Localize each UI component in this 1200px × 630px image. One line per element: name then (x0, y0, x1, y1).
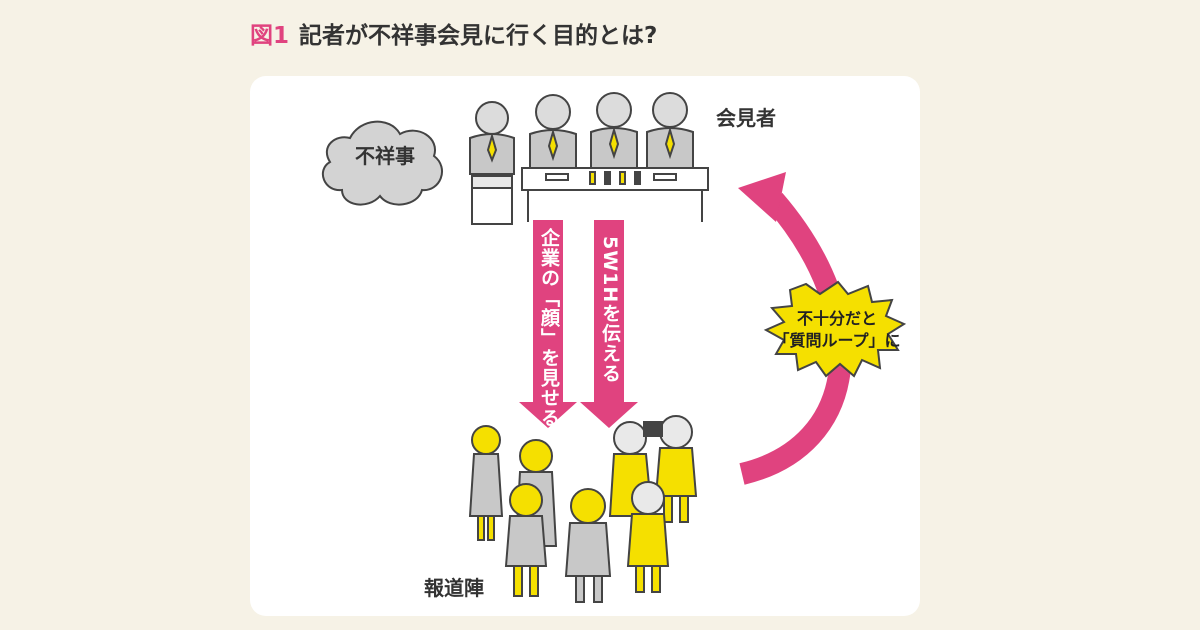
scandal-label: 不祥事 (355, 144, 415, 168)
arrow-show-face-label: 企業の「顔」を見せる (538, 228, 560, 428)
figure-number: 図1 (250, 23, 290, 49)
presenters-label: 会見者 (716, 106, 776, 130)
question-loop-arrow (738, 172, 852, 485)
figure-title: 図1 記者が不祥事会見に行く目的とは? (250, 16, 657, 50)
presenter-1 (469, 101, 515, 175)
arrow-5w1h-label: 5W1Hを伝える (599, 236, 621, 384)
press-label: 報道陣 (424, 576, 484, 600)
burst-text: 不十分だと 「質問ループ」に (772, 308, 902, 352)
burst-line-2: 「質問ループ」に (773, 331, 901, 350)
presenter-figures (469, 92, 694, 181)
presenter-4 (646, 92, 694, 181)
presenter-3 (590, 92, 638, 181)
arrow-convey-5w1h (580, 220, 638, 428)
diagram-panel: 不祥事 会見者 報道陣 企業の「顔」を見せる 5W1Hを伝える 不十分だと 「質… (250, 76, 920, 616)
burst-line-1: 不十分だと (796, 309, 877, 328)
speech-burst (763, 280, 907, 378)
reporter-7 (626, 481, 670, 593)
reporter-crowd (468, 415, 698, 603)
reporter-3 (504, 483, 548, 597)
reporter-4 (564, 488, 612, 603)
scandal-cloud (321, 120, 443, 206)
podium (471, 175, 513, 225)
press-table (521, 167, 709, 222)
diagram-artwork (321, 92, 907, 603)
figure-title-text: 記者が不祥事会見に行く目的とは? (299, 23, 658, 49)
reporter-6 (643, 415, 698, 523)
arrow-show-face (519, 220, 577, 428)
reporter-1 (468, 425, 504, 541)
